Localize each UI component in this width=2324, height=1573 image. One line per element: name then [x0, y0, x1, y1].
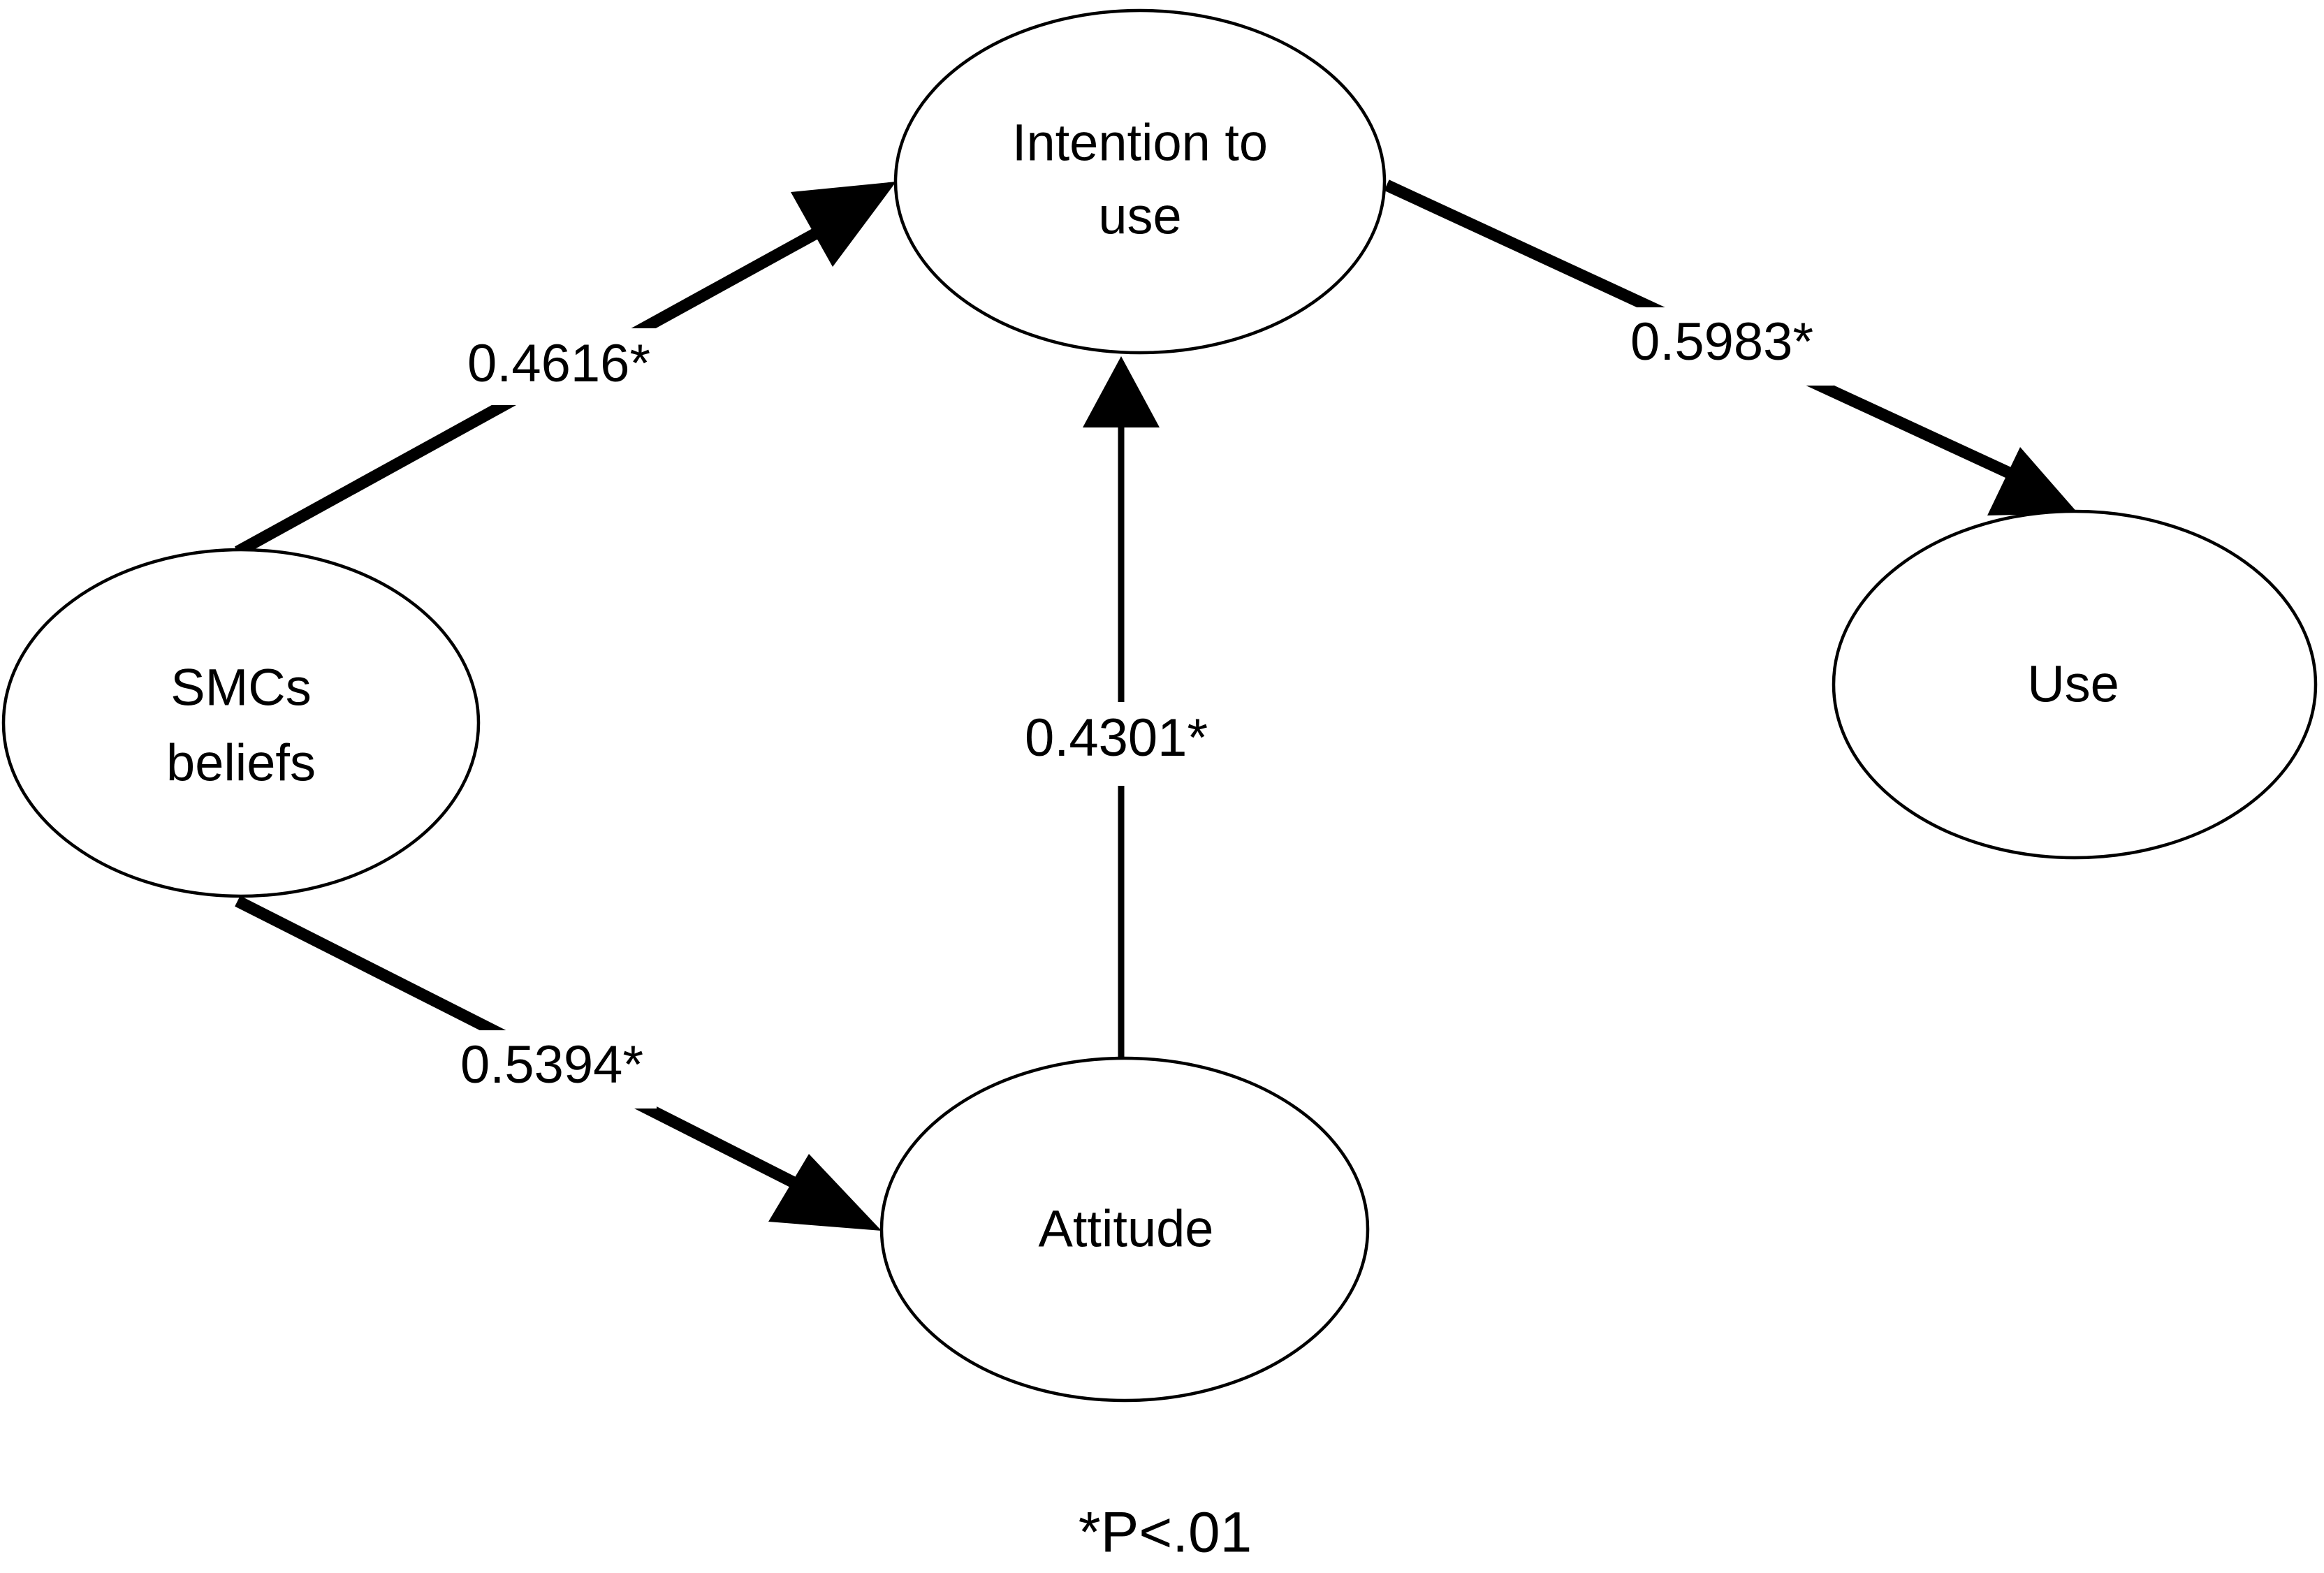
edge-label-intention-to-use: 0.5983* — [1630, 312, 1813, 372]
edge-label-attitude-to-intention: 0.4301* — [1025, 708, 1208, 768]
node-smcs-beliefs-line1: SMCs — [170, 659, 311, 717]
arrowhead-intention-to-use — [1987, 447, 2078, 515]
edge-smcs-to-attitude: 0.5394* — [235, 895, 882, 1231]
edge-label-smcs-to-attitude: 0.5394* — [460, 1035, 643, 1095]
node-use-label: Use — [2027, 655, 2119, 713]
arrowhead-smcs-to-intention — [791, 182, 896, 267]
node-smcs-beliefs-line2: beliefs — [166, 734, 316, 792]
arrowhead-smcs-to-attitude — [768, 1154, 882, 1231]
edge-intention-to-use: 0.5983* — [1384, 180, 2078, 515]
node-intention-to-use-line1: Intention to — [1012, 114, 1268, 172]
node-smcs-beliefs: SMCs beliefs — [1, 548, 481, 898]
edge-attitude-to-intention: 0.4301* — [1013, 356, 1229, 1058]
node-use: Use — [1832, 509, 2318, 860]
node-intention-to-use: Intention to use — [893, 8, 1387, 355]
edge-smcs-to-intention: 0.4616* — [234, 182, 896, 557]
node-attitude: Attitude — [879, 1056, 1370, 1403]
significance-footnote: *P<.01 — [1079, 1501, 1252, 1565]
node-intention-to-use-line2: use — [1098, 187, 1181, 245]
arrowhead-attitude-to-intention — [1083, 356, 1160, 427]
edge-label-smcs-to-intention: 0.4616* — [467, 334, 650, 393]
node-attitude-label: Attitude — [1039, 1200, 1214, 1258]
